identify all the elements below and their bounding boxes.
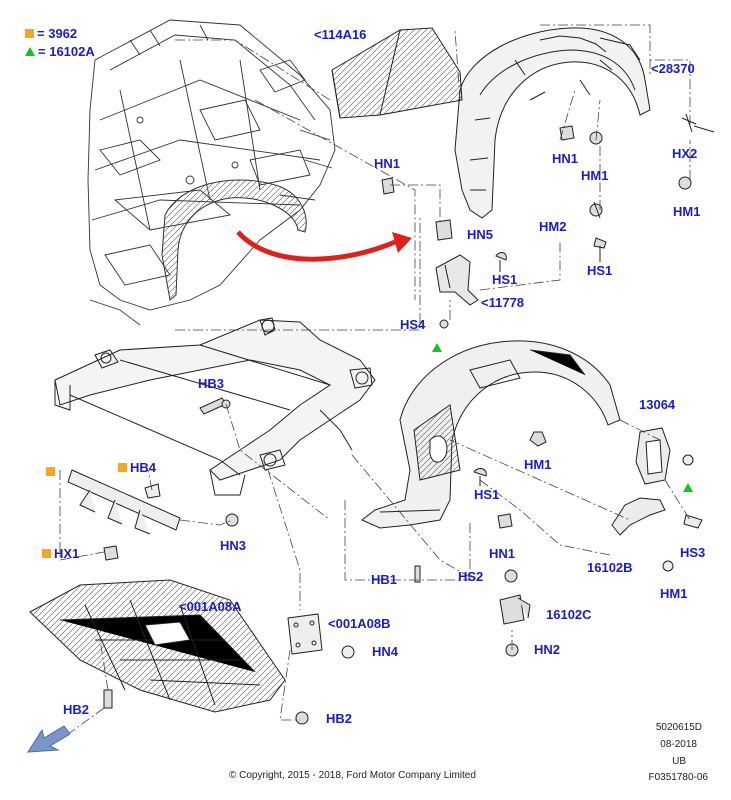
hn5-nut-shape [435, 219, 453, 241]
callout-hs4[interactable]: HS4 [400, 317, 426, 332]
hx1-clip-shape [103, 545, 119, 561]
callout-hx1[interactable]: HX1 [54, 546, 80, 561]
callout-11778[interactable]: <11778 [481, 295, 525, 310]
square-marker-icon [42, 549, 51, 558]
subframe-illustration [54, 317, 376, 496]
callout-hs1[interactable]: HS1 [587, 263, 613, 278]
callout-hn5[interactable]: HN5 [467, 227, 494, 242]
hn3-nut-shape [225, 513, 239, 527]
doc-region: UB [672, 756, 686, 767]
part-001A08B-shape [287, 613, 355, 659]
callout-hs2[interactable]: HS2 [458, 569, 484, 584]
callout-13064[interactable]: 13064 [639, 397, 676, 412]
callout-001A08B[interactable]: <001A08B [328, 616, 391, 631]
vehicle-body-illustration [87, 19, 336, 326]
part-16102B-shape [611, 497, 703, 572]
callout-hn4[interactable]: HN4 [372, 644, 399, 659]
callout-hm1[interactable]: HM1 [673, 204, 701, 219]
transfer-arrow [236, 230, 412, 262]
nav-direction-arrow [27, 725, 71, 753]
figure-id: F0351780-06 [648, 772, 709, 783]
callout-hs1[interactable]: HS1 [474, 487, 500, 502]
callout-16102C[interactable]: 16102C [546, 607, 592, 622]
hb3-bolt-shape [199, 397, 231, 415]
front-wheel-liner [361, 340, 621, 529]
square-marker-icon [118, 463, 127, 472]
callout-hb1[interactable]: HB1 [371, 572, 398, 587]
callout-hm2[interactable]: HM2 [539, 219, 567, 234]
callout-hn1[interactable]: HN1 [552, 151, 579, 166]
callout-hm1[interactable]: HM1 [524, 457, 552, 472]
legend-triangle-value: 16102A [49, 44, 95, 59]
part-114A16-shape [331, 27, 463, 119]
legend-triangle-row: = 16102A [25, 45, 95, 59]
triangle-marker-icon [432, 343, 442, 352]
square-marker-icon [46, 467, 55, 476]
callout-hm1[interactable]: HM1 [660, 586, 688, 601]
top-right-fasteners [381, 113, 715, 329]
doc-number: 5020615D [655, 722, 702, 733]
legend-square-row: = 3962 [25, 27, 77, 41]
square-marker-icon [25, 29, 34, 38]
hb4-rail-shape [67, 469, 181, 535]
callout-hn2[interactable]: HN2 [534, 642, 561, 657]
callout-hn1[interactable]: HN1 [489, 546, 516, 561]
legend-square-eq: = [37, 26, 49, 41]
doc-date: 08-2018 [660, 739, 697, 750]
callout-hs1[interactable]: HS1 [492, 272, 518, 287]
callout-hb2[interactable]: HB2 [326, 711, 353, 726]
legend-triangle-eq: = [38, 44, 50, 59]
triangle-marker-icon [25, 47, 35, 56]
callout-hb4[interactable]: HB4 [130, 460, 157, 475]
part-13064-shape [635, 427, 694, 485]
leader-lines [59, 24, 691, 741]
callout-16102B[interactable]: 16102B [587, 560, 633, 575]
callout-hm1[interactable]: HM1 [581, 168, 609, 183]
callout-hx2[interactable]: HX2 [672, 146, 698, 161]
callout-hs3[interactable]: HS3 [680, 545, 706, 560]
triangle-marker-icon [683, 483, 693, 492]
body-wheel-liner [161, 179, 307, 301]
callout-hn3[interactable]: HN3 [220, 538, 247, 553]
copyright-notice: © Copyright, 2015 - 2018, Ford Motor Com… [229, 770, 476, 781]
bottom-bolts [103, 689, 309, 725]
front-fasteners [414, 431, 547, 657]
rear-wheel-liner [454, 27, 651, 219]
callout-hb3[interactable]: HB3 [198, 376, 225, 391]
callout-114A16[interactable]: <114A16 [314, 27, 367, 42]
part-11778-shape [435, 254, 479, 306]
legend-square-value: 3962 [48, 26, 78, 41]
splash-shield [29, 579, 286, 713]
callout-hb2[interactable]: HB2 [63, 702, 90, 717]
callout-001A08A[interactable]: <001A08A [179, 599, 242, 614]
callout-28370[interactable]: <28370 [651, 61, 695, 76]
callout-hn1[interactable]: HN1 [374, 156, 401, 171]
